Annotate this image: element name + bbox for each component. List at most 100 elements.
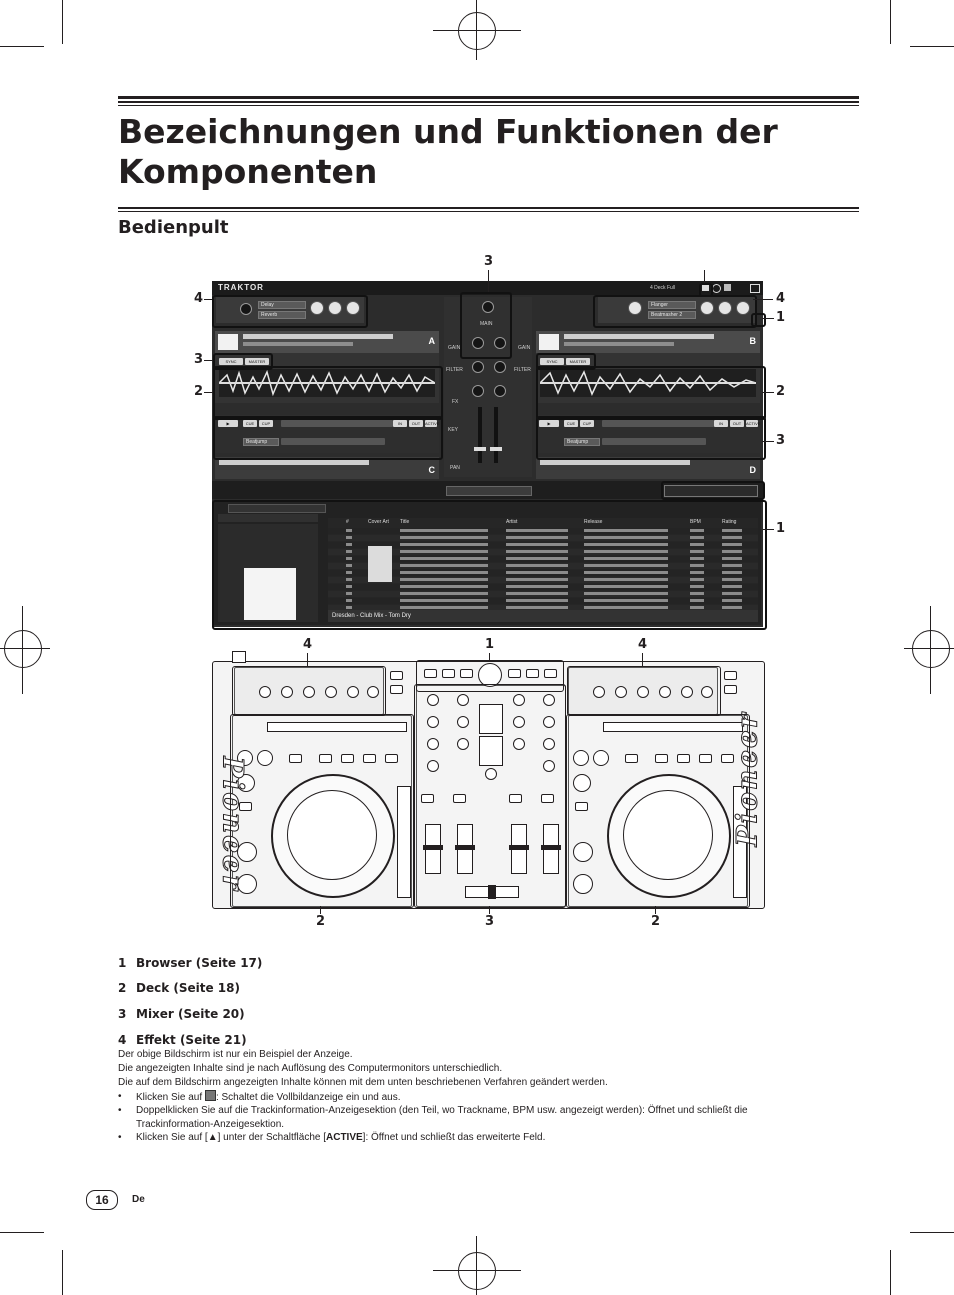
load-button[interactable] [575, 802, 588, 811]
fx-knob[interactable] [615, 686, 627, 698]
table-row[interactable] [328, 556, 758, 562]
needle-search[interactable] [267, 722, 407, 732]
channel-fader-cap[interactable] [490, 447, 502, 451]
hw-button[interactable] [724, 685, 737, 694]
play-button[interactable]: ▶ [539, 420, 559, 427]
hw-button[interactable] [724, 671, 737, 680]
hot-cue-button[interactable] [385, 754, 398, 763]
eq-knob[interactable] [472, 337, 484, 349]
eq-knob[interactable] [457, 738, 469, 750]
loop-size-row[interactable] [281, 420, 393, 427]
out-button[interactable]: OUT [730, 420, 744, 427]
crossfader[interactable] [465, 885, 519, 899]
hot-cue-button[interactable] [363, 754, 376, 763]
fx-select-1[interactable]: Flanger [648, 301, 696, 309]
fx-knob[interactable] [701, 686, 713, 698]
column-header[interactable]: Release [584, 519, 603, 525]
waveform[interactable] [540, 369, 756, 397]
eq-knob[interactable] [513, 716, 525, 728]
browse-button[interactable] [526, 669, 539, 678]
eq-knob[interactable] [427, 716, 439, 728]
load-button[interactable] [239, 802, 252, 811]
table-row[interactable] [328, 584, 758, 590]
waveform[interactable] [219, 369, 435, 397]
channel-fader[interactable] [494, 407, 498, 463]
eq-knob[interactable] [494, 337, 506, 349]
fx-select-2[interactable]: Beatmasher 2 [648, 311, 696, 319]
track-list[interactable]: # Cover Art Title Artist Release BPM Rat… [328, 518, 758, 622]
browse-knob[interactable] [237, 774, 255, 792]
table-row[interactable] [328, 577, 758, 583]
table-row[interactable] [328, 542, 758, 548]
sync-button[interactable]: SYNC [540, 358, 564, 365]
tempo-slider[interactable] [733, 786, 747, 898]
trim-knob[interactable] [457, 694, 469, 706]
eq-knob[interactable] [543, 716, 555, 728]
cue-button[interactable] [237, 842, 257, 862]
active-button[interactable]: ACTIVE [425, 420, 440, 427]
channel-fader[interactable] [423, 824, 443, 874]
fx-knob-3[interactable] [736, 301, 750, 315]
table-row[interactable] [328, 605, 758, 611]
fx-dry-wet-knob[interactable] [240, 303, 252, 315]
cue-channel-button[interactable] [421, 794, 434, 803]
trim-knob[interactable] [543, 694, 555, 706]
fx-knob[interactable] [259, 686, 271, 698]
browse-encoder[interactable] [478, 663, 502, 687]
browse-button[interactable] [424, 669, 437, 678]
browse-button[interactable] [442, 669, 455, 678]
column-header[interactable]: Cover Art [368, 519, 389, 525]
hot-cue-button[interactable] [677, 754, 690, 763]
hot-cue-button[interactable] [625, 754, 638, 763]
hot-cue-button[interactable] [289, 754, 302, 763]
channel-fader[interactable] [509, 824, 529, 874]
eq-knob[interactable] [472, 361, 484, 373]
cue-channel-button[interactable] [541, 794, 554, 803]
browser-toggle[interactable] [664, 485, 758, 497]
hot-cue-button[interactable] [341, 754, 354, 763]
column-header[interactable]: Title [400, 519, 410, 525]
in-button[interactable]: IN [714, 420, 728, 427]
master-knob[interactable] [485, 768, 497, 780]
play-pause-button[interactable] [573, 874, 593, 894]
eq-knob[interactable] [494, 385, 506, 397]
eq-knob[interactable] [513, 738, 525, 750]
browser-tree[interactable] [218, 524, 318, 622]
hw-button[interactable] [390, 671, 403, 680]
tempo-slider[interactable] [397, 786, 411, 898]
table-row[interactable] [328, 598, 758, 604]
table-row[interactable] [328, 535, 758, 541]
eq-knob[interactable] [494, 361, 506, 373]
table-row[interactable] [328, 591, 758, 597]
fx-knob-2[interactable] [328, 301, 342, 315]
hw-round-button[interactable] [573, 750, 589, 766]
eq-knob[interactable] [427, 760, 439, 772]
deck-track-info[interactable]: A [215, 331, 439, 353]
cup-button[interactable]: CUP [259, 420, 273, 427]
hot-cue-button[interactable] [699, 754, 712, 763]
needle-search[interactable] [603, 722, 743, 732]
cue-button[interactable]: CUE [243, 420, 257, 427]
table-row[interactable] [328, 563, 758, 569]
channel-fader[interactable] [478, 407, 482, 463]
loop-size-row[interactable] [602, 420, 714, 427]
fx-select-2[interactable]: Reverb [258, 311, 306, 319]
cue-button[interactable]: CUE [564, 420, 578, 427]
jog-dial[interactable] [607, 774, 731, 898]
column-header[interactable]: BPM [690, 519, 701, 525]
hw-button[interactable] [390, 685, 403, 694]
table-row[interactable] [328, 570, 758, 576]
crossfader[interactable] [446, 486, 532, 496]
cue-channel-button[interactable] [509, 794, 522, 803]
channel-fader[interactable] [541, 824, 561, 874]
eq-knob[interactable] [427, 738, 439, 750]
hot-cue-button[interactable] [655, 754, 668, 763]
cue-channel-button[interactable] [453, 794, 466, 803]
in-button[interactable]: IN [393, 420, 407, 427]
eq-knob[interactable] [472, 385, 484, 397]
cup-button[interactable]: CUP [580, 420, 594, 427]
fx-select-1[interactable]: Delay [258, 301, 306, 309]
hw-round-button[interactable] [237, 750, 253, 766]
hot-cue-button[interactable] [319, 754, 332, 763]
channel-fader-cap[interactable] [474, 447, 486, 451]
